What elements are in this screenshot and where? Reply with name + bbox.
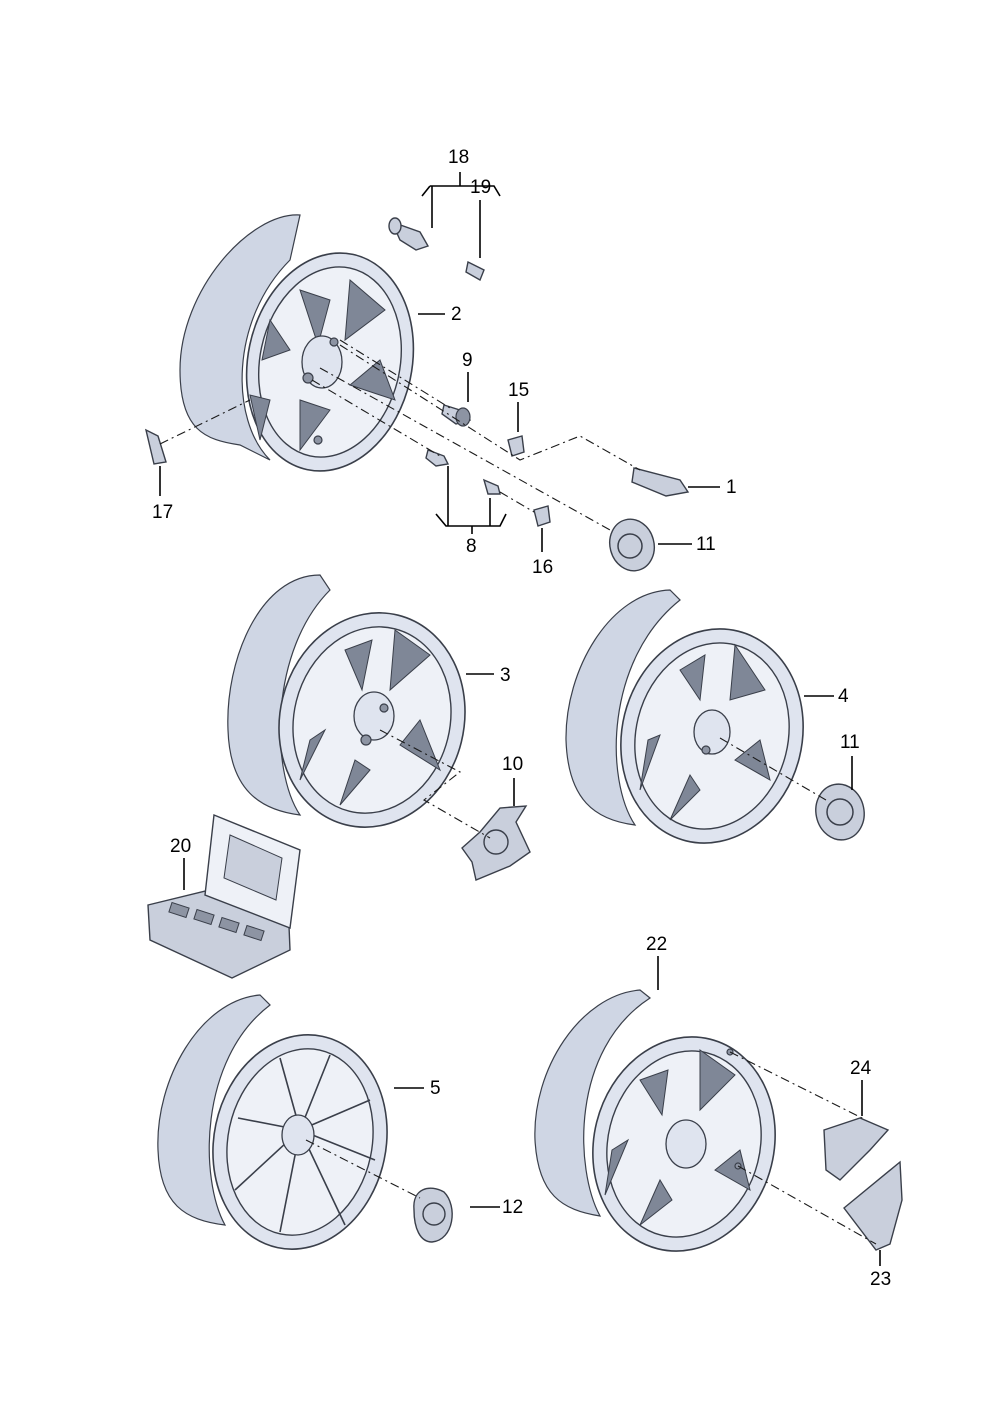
callout-18: 18 bbox=[448, 147, 469, 168]
wheel-4 bbox=[565, 589, 804, 844]
callout-22: 22 bbox=[646, 934, 667, 955]
wheel-2 bbox=[179, 214, 415, 472]
wheel-5-dash bbox=[305, 1139, 421, 1199]
wheel-3 bbox=[227, 574, 466, 828]
tool-1 bbox=[631, 467, 690, 497]
wheel-2-dashes bbox=[159, 339, 641, 531]
callout-2: 2 bbox=[451, 304, 462, 325]
valve-18 bbox=[388, 217, 430, 251]
nut-15 bbox=[507, 435, 525, 457]
callout-10: 10 bbox=[502, 754, 523, 775]
balance-weight-17 bbox=[144, 428, 167, 465]
leader-lines bbox=[159, 172, 881, 1266]
center-cap-12 bbox=[413, 1187, 453, 1243]
callout-11-mid: 11 bbox=[840, 732, 860, 753]
nut-16 bbox=[533, 505, 551, 527]
valve-cap-19 bbox=[465, 260, 485, 282]
callout-3: 3 bbox=[500, 665, 511, 686]
callout-16: 16 bbox=[532, 557, 553, 578]
callout-15: 15 bbox=[508, 380, 529, 401]
callout-5: 5 bbox=[430, 1078, 441, 1099]
callout-8: 8 bbox=[466, 536, 477, 557]
callout-4: 4 bbox=[838, 686, 849, 707]
wheel-22 bbox=[534, 989, 776, 1252]
wheel-3-dash bbox=[379, 729, 491, 839]
callout-19: 19 bbox=[470, 177, 491, 198]
tool-case-20 bbox=[147, 814, 301, 979]
wheel-4-dash bbox=[719, 737, 827, 801]
wheel-22-dashes bbox=[729, 1051, 877, 1245]
callout-17: 17 bbox=[152, 502, 173, 523]
callout-12: 12 bbox=[502, 1197, 523, 1218]
bolt-9 bbox=[441, 404, 472, 427]
callout-9: 9 bbox=[462, 350, 473, 371]
callout-11-top: 11 bbox=[696, 534, 716, 555]
cover-24 bbox=[823, 1117, 890, 1181]
bolt-8-b bbox=[482, 478, 501, 495]
callout-24: 24 bbox=[850, 1058, 872, 1079]
hub-star-10 bbox=[461, 805, 531, 881]
callout-23: 23 bbox=[870, 1269, 891, 1290]
cover-23 bbox=[843, 1160, 903, 1251]
center-cap-11-mid bbox=[815, 783, 865, 841]
callout-numbers: 18 19 2 9 15 1 17 8 11 16 3 4 11 10 20 2… bbox=[152, 147, 891, 1290]
callout-1: 1 bbox=[726, 477, 737, 498]
wheel-5 bbox=[157, 994, 388, 1250]
center-cap-11-top bbox=[609, 518, 655, 572]
bolt-8-a bbox=[425, 449, 450, 467]
callout-20: 20 bbox=[170, 836, 191, 857]
